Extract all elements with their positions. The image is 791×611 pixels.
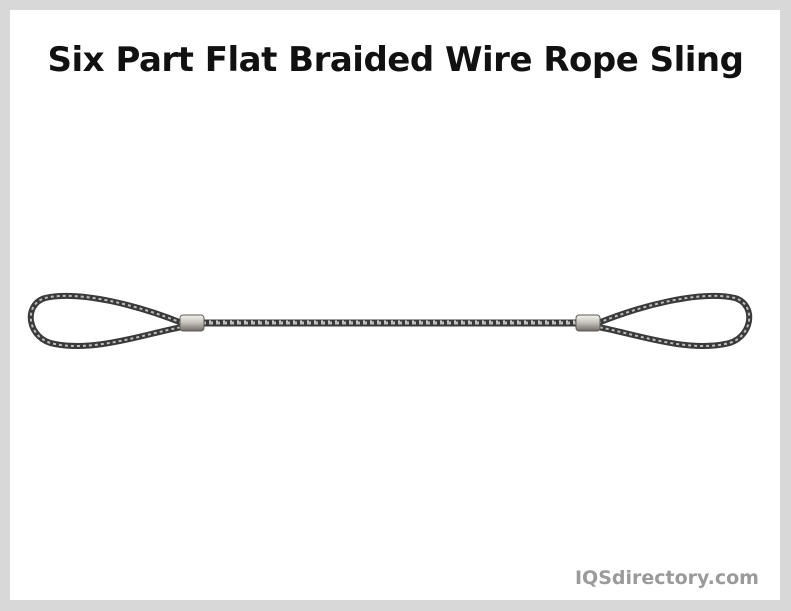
right-ferrule (575, 314, 601, 332)
left-ferrule (179, 314, 205, 332)
watermark-text: IQSdirectory.com (574, 567, 759, 589)
left-eye-loop (27, 292, 185, 350)
right-eye-loop (595, 292, 753, 350)
page-title: Six Part Flat Braided Wire Rope Sling (47, 40, 744, 80)
braided-rope-body (198, 319, 582, 327)
